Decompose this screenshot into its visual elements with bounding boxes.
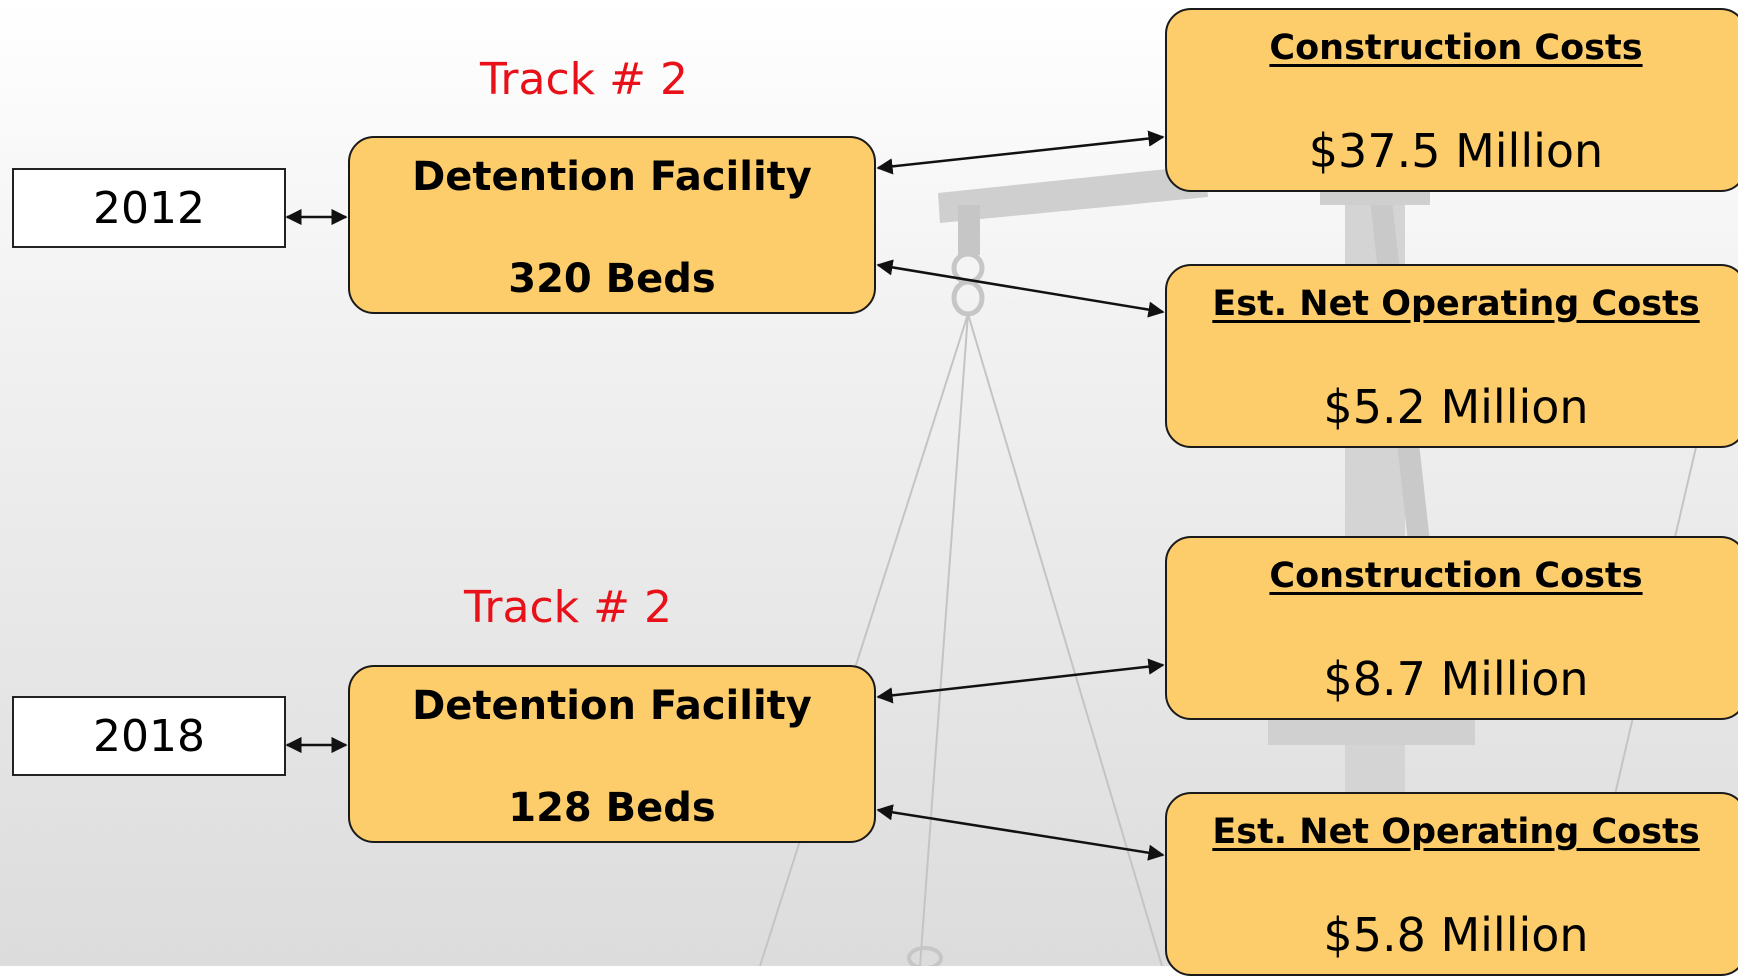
cost-value: $37.5 Million — [1308, 124, 1604, 178]
year-box-2012: 2012 — [12, 168, 286, 248]
facility-construction-connector — [876, 658, 1165, 704]
facility-title: Detention Facility — [412, 683, 812, 729]
track-label: Track # 2 — [464, 582, 672, 633]
cost-value: $5.2 Million — [1323, 380, 1589, 434]
operating-costs-box: Est. Net Operating Costs $5.2 Million — [1165, 264, 1738, 448]
facility-title: Detention Facility — [412, 154, 812, 200]
cost-label: Est. Net Operating Costs — [1212, 284, 1700, 324]
detention-facility-box: Detention Facility 128 Beds — [348, 665, 876, 843]
cost-value: $8.7 Million — [1323, 652, 1589, 706]
year-box-2018: 2018 — [12, 696, 286, 776]
operating-costs-box: Est. Net Operating Costs $5.8 Million — [1165, 792, 1738, 976]
facility-operating-connector — [876, 804, 1165, 861]
construction-costs-box: Construction Costs $8.7 Million — [1165, 536, 1738, 720]
cost-label: Construction Costs — [1269, 28, 1643, 68]
construction-costs-box: Construction Costs $37.5 Million — [1165, 8, 1738, 192]
cost-label: Construction Costs — [1269, 556, 1643, 596]
facility-beds: 320 Beds — [508, 256, 716, 302]
facility-operating-connector — [876, 259, 1165, 318]
cost-label: Est. Net Operating Costs — [1212, 812, 1700, 852]
cost-value: $5.8 Million — [1323, 908, 1589, 962]
facility-construction-connector — [876, 130, 1165, 175]
facility-beds: 128 Beds — [508, 785, 716, 831]
detention-facility-box: Detention Facility 320 Beds — [348, 136, 876, 314]
track-label: Track # 2 — [480, 54, 688, 105]
